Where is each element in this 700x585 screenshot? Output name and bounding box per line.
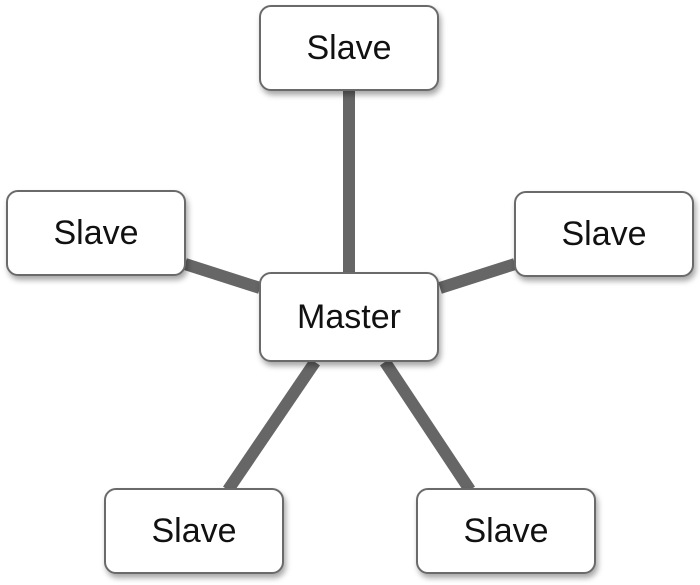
node-label: Slave	[306, 28, 392, 67]
connector-left	[183, 258, 262, 294]
connector-bottom-right	[380, 358, 475, 494]
slave-node-top: Slave	[259, 5, 439, 91]
connector-right	[438, 258, 517, 294]
node-label: Master	[297, 297, 401, 336]
slave-node-bottom-left: Slave	[104, 488, 284, 574]
node-label: Slave	[561, 214, 647, 253]
slave-node-left: Slave	[6, 190, 186, 276]
node-label: Slave	[463, 511, 549, 550]
master-node: Master	[259, 272, 439, 362]
slave-node-bottom-right: Slave	[416, 488, 596, 574]
connector-bottom-left	[223, 358, 320, 494]
node-label: Slave	[53, 213, 139, 252]
slave-node-right: Slave	[514, 191, 694, 277]
node-label: Slave	[151, 511, 237, 550]
